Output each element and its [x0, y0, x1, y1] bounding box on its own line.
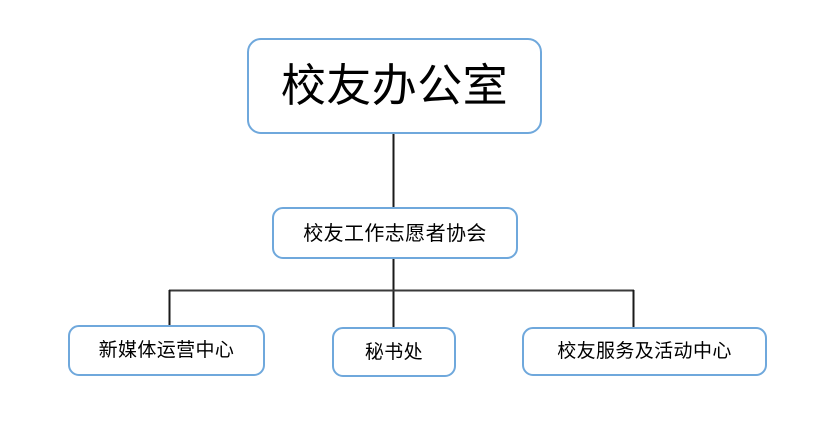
org-node-alumni-office[interactable]: 校友办公室 — [247, 38, 542, 134]
org-node-new-media-center[interactable]: 新媒体运营中心 — [68, 325, 265, 376]
org-node-volunteer-association[interactable]: 校友工作志愿者协会 — [272, 207, 518, 259]
org-node-label: 新媒体运营中心 — [98, 339, 235, 362]
org-node-label: 校友工作志愿者协会 — [303, 221, 487, 245]
org-node-label: 秘书处 — [364, 340, 424, 363]
org-node-service-activity-center[interactable]: 校友服务及活动中心 — [522, 327, 767, 376]
org-node-label: 校友服务及活动中心 — [557, 340, 732, 363]
org-node-secretariat[interactable]: 秘书处 — [332, 327, 456, 377]
org-node-label: 校友办公室 — [280, 59, 509, 113]
